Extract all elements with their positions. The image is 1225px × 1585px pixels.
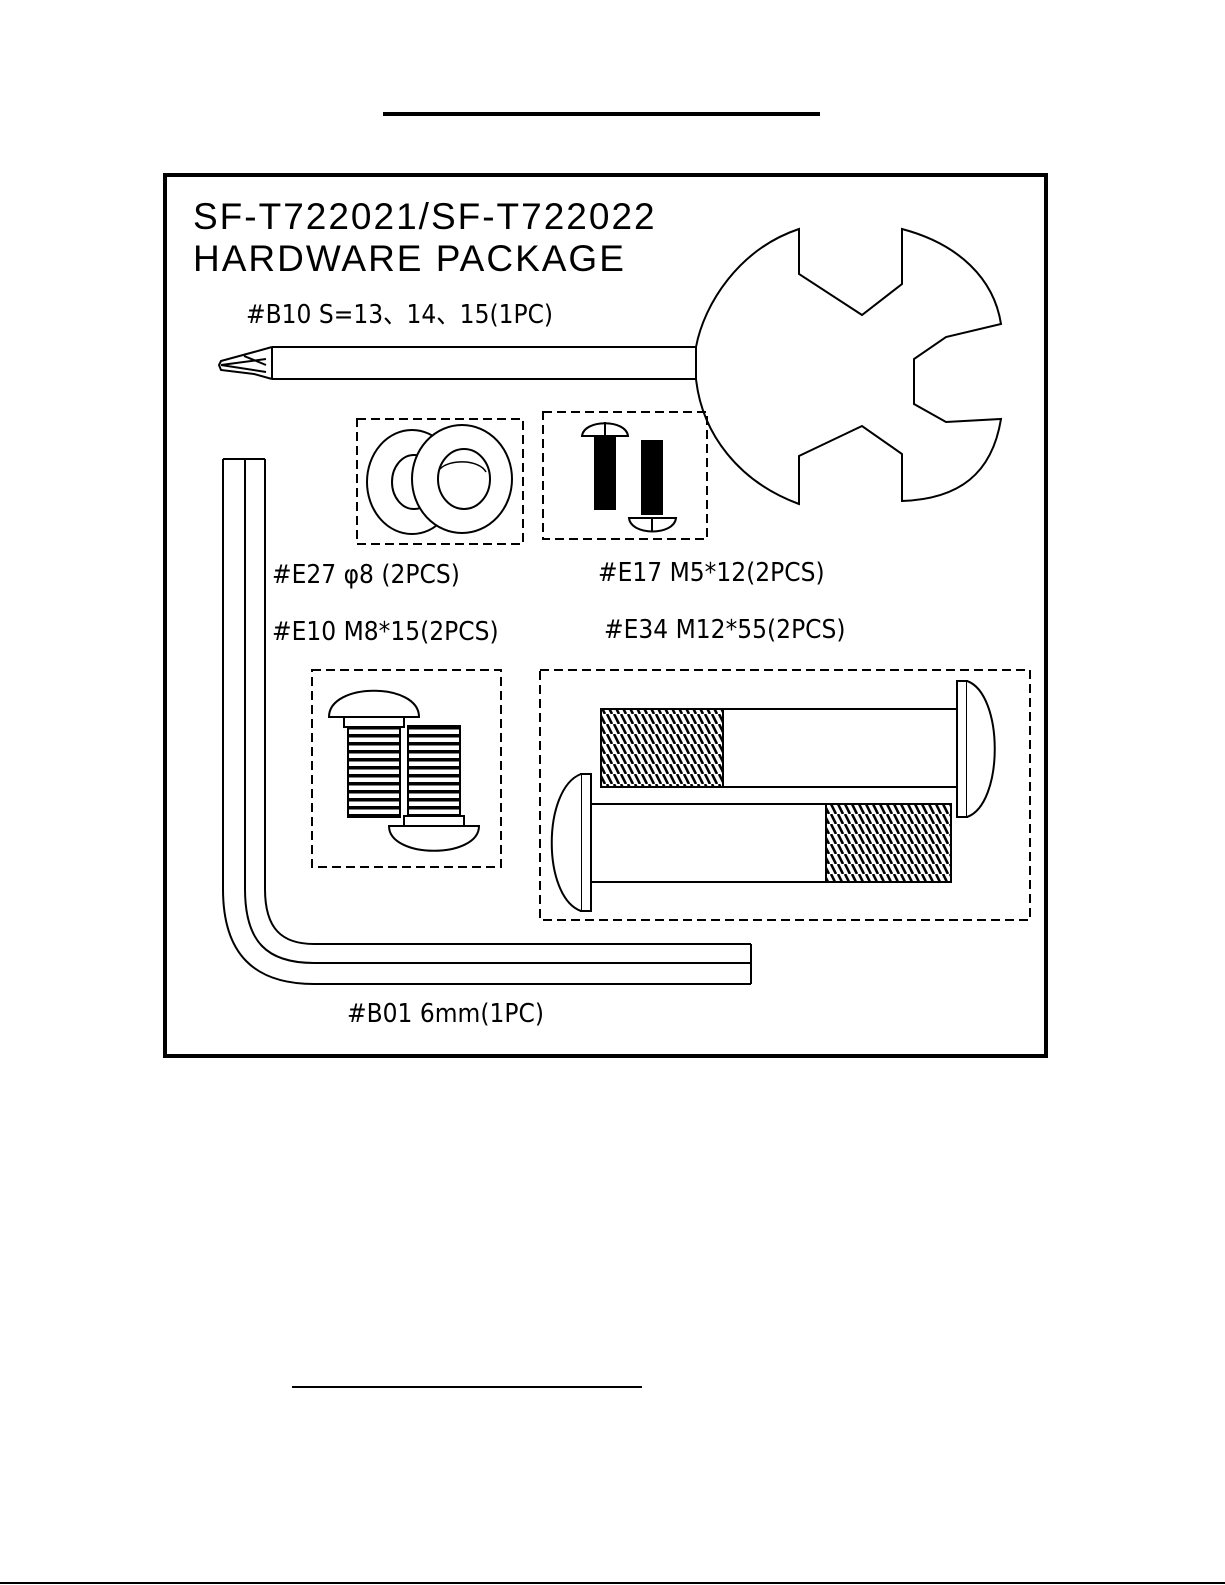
model-number-title: SF-T722021/SF-T722022 [193, 198, 657, 235]
top-rule [383, 112, 820, 116]
bolt-icon [540, 670, 1030, 920]
washer-icon [357, 419, 523, 544]
bolt-icon [312, 670, 501, 867]
page-edge-rule [0, 1582, 1225, 1584]
part-label-e34: #E34 M12*55(2PCS) [604, 617, 845, 643]
part-label-b01: #B01 6mm(1PC) [347, 1001, 544, 1027]
package-title: HARDWARE PACKAGE [193, 240, 626, 277]
screw-icon [543, 412, 707, 539]
part-label-e27: #E27 φ8 (2PCS) [272, 562, 460, 588]
part-label-b10: #B10 S=13、14、15(1PC) [246, 302, 553, 328]
part-label-e10: #E10 M8*15(2PCS) [272, 619, 499, 645]
part-label-e17: #E17 M5*12(2PCS) [598, 560, 825, 586]
bottom-rule [292, 1386, 642, 1388]
